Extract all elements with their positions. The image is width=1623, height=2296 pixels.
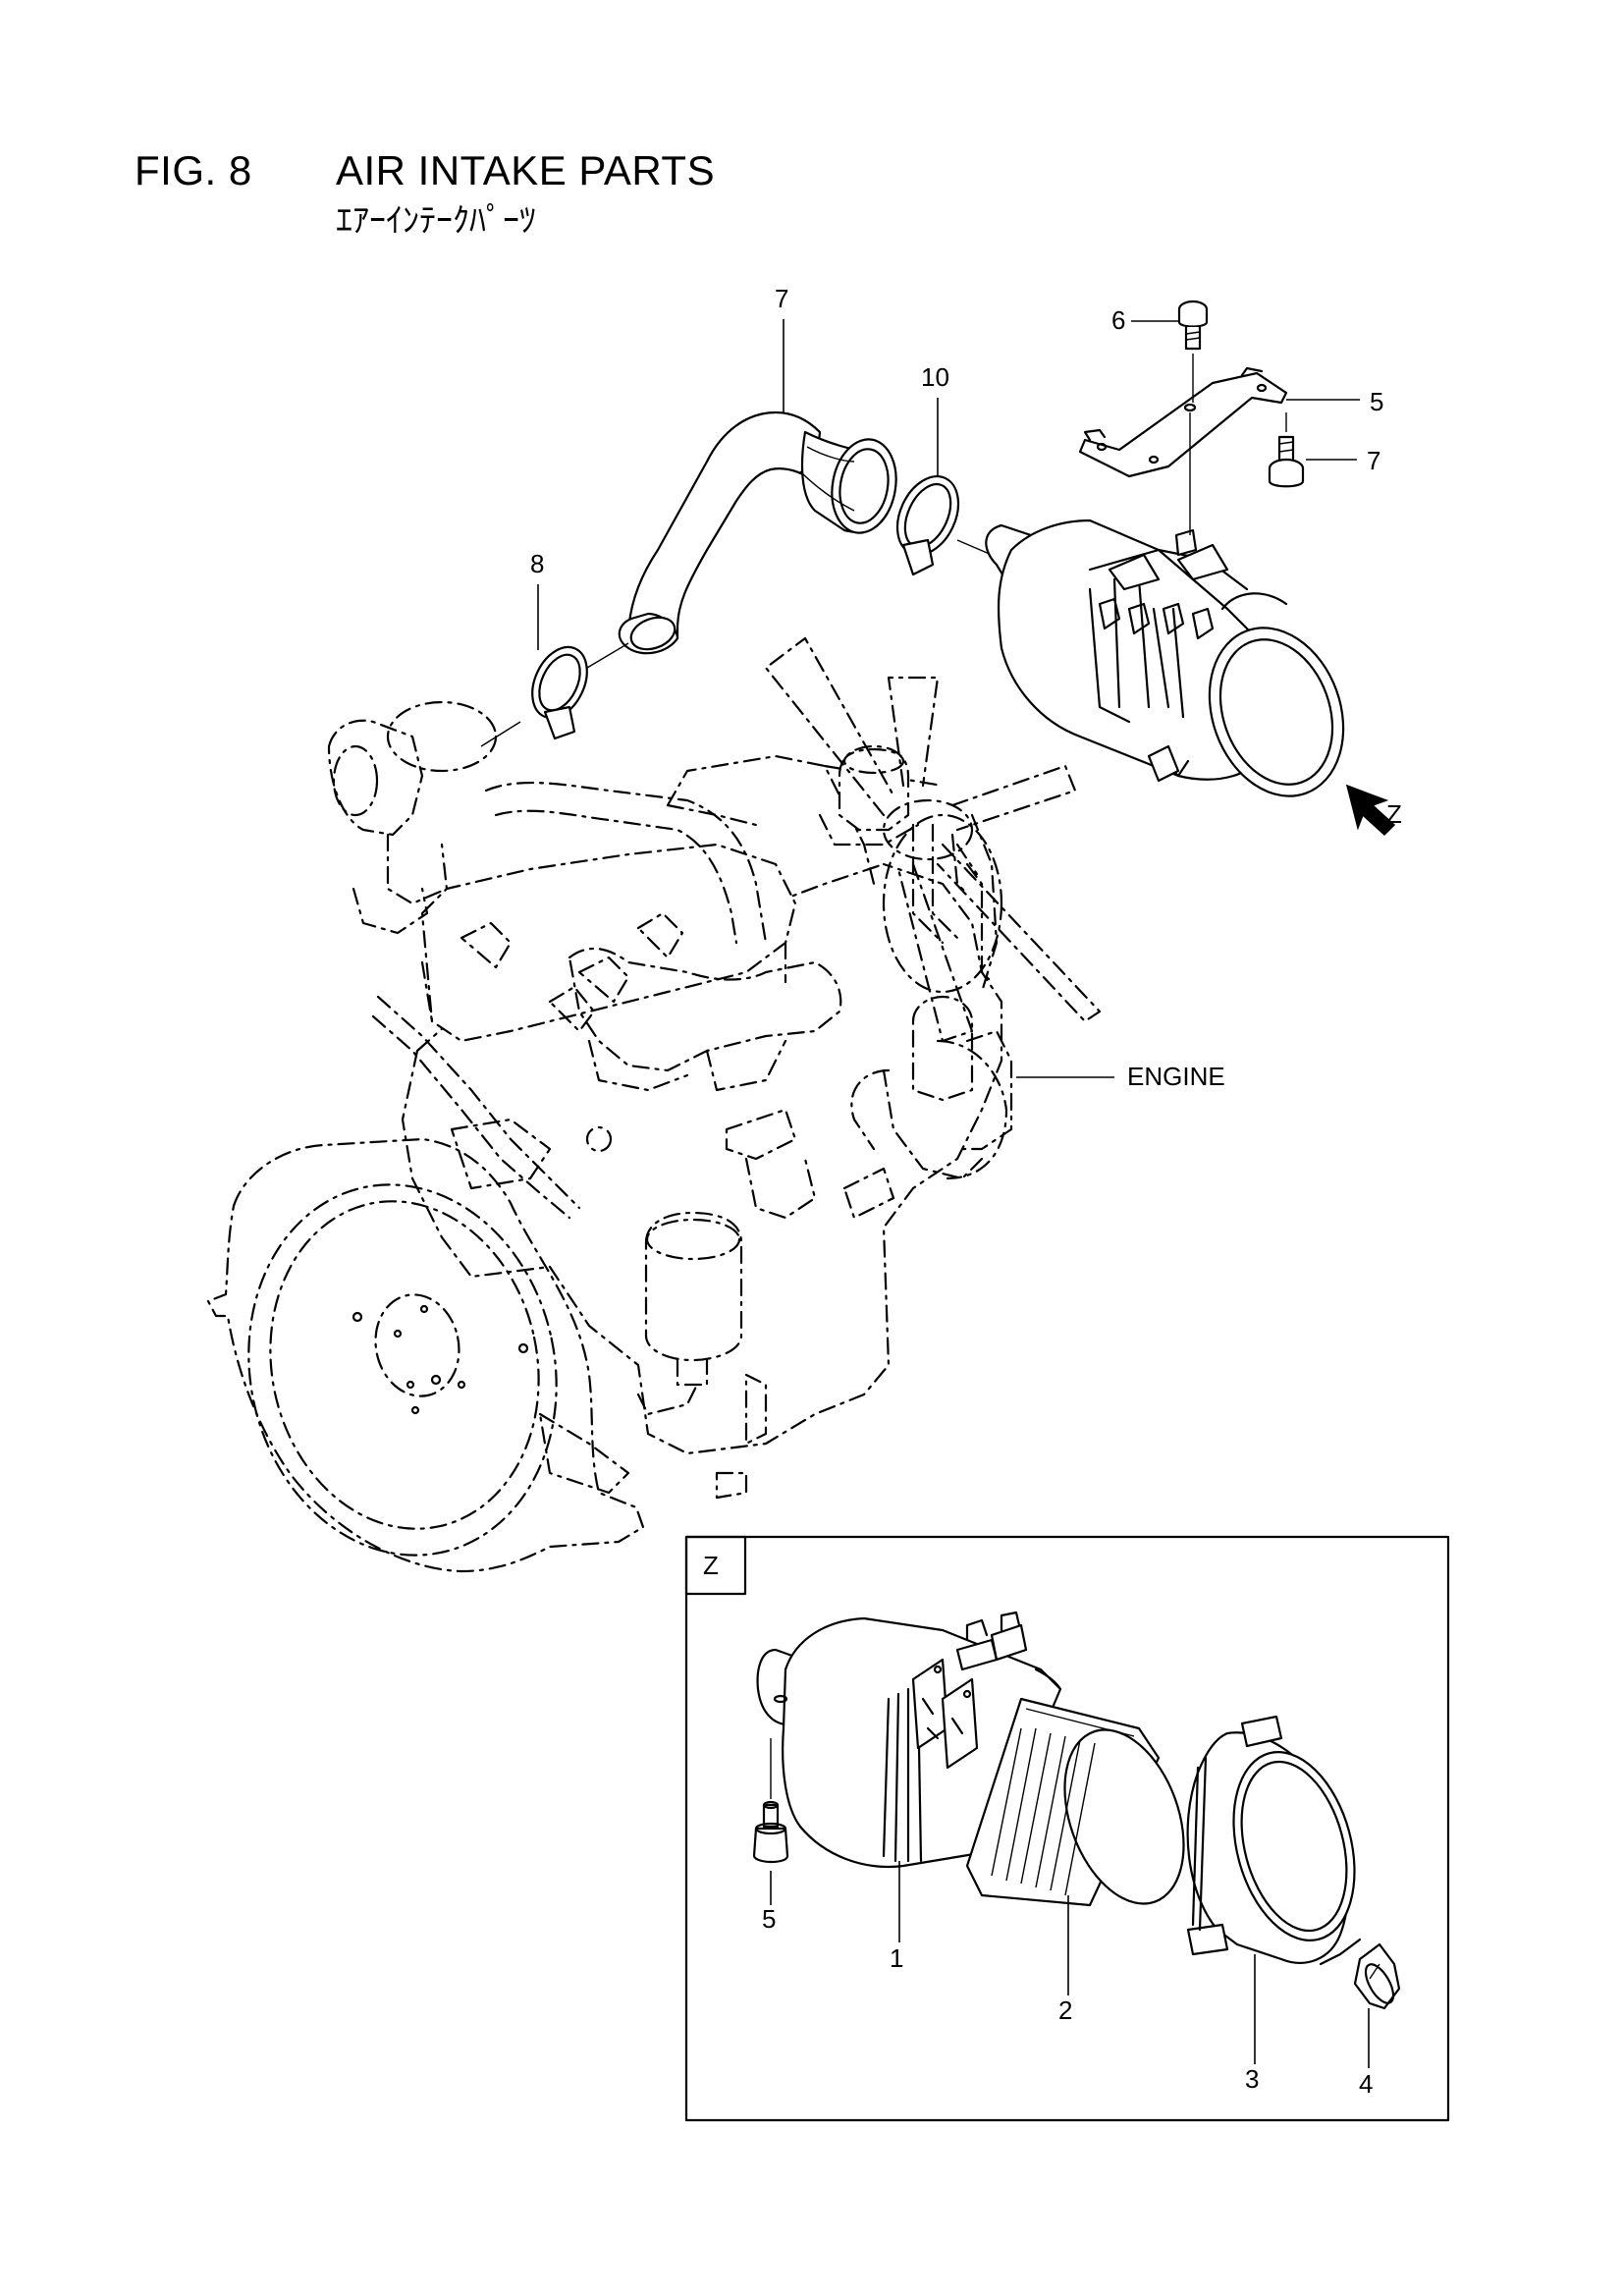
flywheel-inner-ring [269,1200,540,1530]
callout-8: 7 [775,284,788,313]
engine-label: ENGINE [1127,1062,1225,1091]
part-9-hose-clamp [531,645,588,740]
part-8-intake-hose [618,410,897,655]
oil-filter [644,1211,743,1362]
part-7-bolt-upper [1177,300,1209,403]
thermostat-housing [838,744,910,832]
part-5-service-indicator [752,1738,789,1864]
detail-view-z: Z [684,1535,1450,2122]
part-2-filter-element [965,1697,1185,1907]
callout-7-lower: 7 [1367,446,1380,475]
part-4-dust-valve [1353,1942,1401,2010]
callout-5: 5 [762,1904,776,1934]
exhaust-manifold [568,947,842,1072]
detail-label-box [684,1535,747,1596]
figure-number: FIG. 8 [135,147,252,193]
callout-10: 10 [921,362,949,392]
figure-title-japanese: ｴｱｰｲﾝﾃｰｸﾊﾟｰﾂ [336,201,536,241]
air-cleaner-assembly [985,519,1345,797]
figure-title: AIR INTAKE PARTS [336,147,716,193]
engine-block [401,862,1003,1455]
flywheel-hub [374,1293,460,1397]
air-cleaner-cover-top [1208,627,1345,797]
callouts-main: 7 10 8 6 5 7 ENGINE [530,284,1383,1091]
intake-pipe [484,782,768,945]
callout-6: 5 [1370,387,1383,416]
callout-4: 4 [1359,2069,1373,2099]
callout-1: 1 [890,1943,903,1973]
flywheel-housing [206,1137,645,1573]
alternator [911,995,974,1102]
callout-2: 2 [1058,1995,1072,2025]
detail-label: Z [703,1551,719,1580]
part-10-hose-clamp [895,475,960,576]
part-7-bolt-lower [1268,412,1305,488]
view-arrow-z [1345,784,1396,837]
callout-9: 8 [530,549,544,578]
detail-frame [684,1535,1450,2122]
rocker-cover [420,843,797,1043]
engine-assembly [206,636,1102,1573]
turbocharger [327,719,424,837]
part-3-cover [1186,1715,1362,1966]
part-6-bracket [1078,366,1288,535]
flywheel-face [247,1183,558,1557]
view-arrow-label: Z [1386,799,1402,829]
callout-3: 3 [1245,2064,1259,2094]
callout-7-upper: 6 [1111,305,1125,335]
cooling-fan [764,636,1102,1043]
